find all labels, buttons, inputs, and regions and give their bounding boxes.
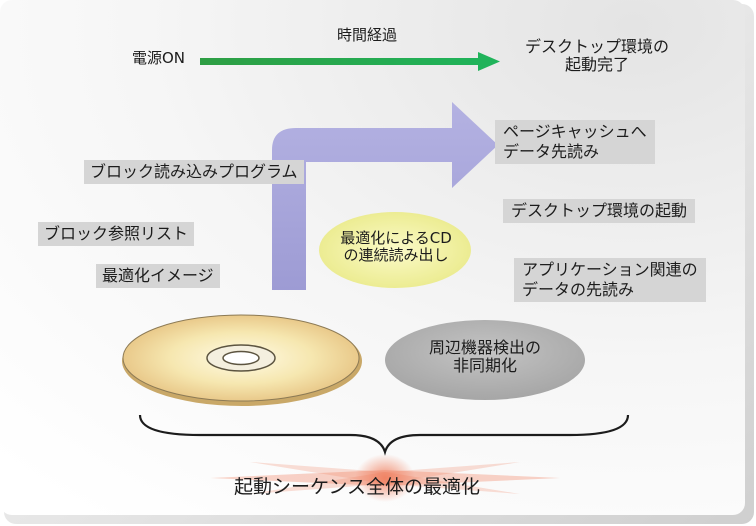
overall-optimization-label: 起動シーケンス全体の最適化 <box>234 476 481 498</box>
desktop-start-box: デスクトップ環境の起動 <box>503 199 696 223</box>
cd-read-label: 最適化によるCD の連続読み出し <box>322 229 470 265</box>
optimized-image-box: 最適化イメージ <box>96 264 220 288</box>
time-elapsed-label: 時間経過 <box>337 26 398 44</box>
app-data-line1: アプリケーション関連の <box>522 260 698 279</box>
power-on-label: 電源ON <box>132 49 186 67</box>
cd-disc-icon <box>122 314 362 406</box>
page-cache-line2: データ先読み <box>503 142 600 161</box>
app-data-line2: データの先読み <box>522 280 635 299</box>
glow-effect <box>210 454 560 502</box>
device-detect-line1: 周辺機器検出の <box>428 338 541 357</box>
desktop-ready-line2: 起動完了 <box>564 55 629 75</box>
device-detect-line2: 非同期化 <box>452 356 517 376</box>
page-cache-box: ページキャッシュへ データ先読み <box>495 120 655 164</box>
app-data-box: アプリケーション関連の データの先読み <box>514 258 706 302</box>
block-ref-list-box: ブロック参照リスト <box>38 222 195 246</box>
flow-arrow <box>272 102 498 290</box>
desktop-ready-label: デスクトップ環境の 起動完了 <box>522 37 672 75</box>
device-detect-ellipse <box>385 320 585 400</box>
cd-read-line2: の連続読み出し <box>343 246 449 265</box>
desktop-ready-line1: デスクトップ環境の <box>524 37 669 56</box>
page-cache-line1: ページキャッシュへ <box>503 122 647 141</box>
curly-brace <box>138 414 630 456</box>
cd-read-line1: 最適化によるCD <box>340 229 452 247</box>
timeline-arrow <box>200 52 500 71</box>
block-read-program-box: ブロック読み込みプログラム <box>84 160 304 184</box>
cd-read-ellipse <box>319 212 471 288</box>
device-detect-label: 周辺機器検出の 非同期化 <box>410 338 560 376</box>
